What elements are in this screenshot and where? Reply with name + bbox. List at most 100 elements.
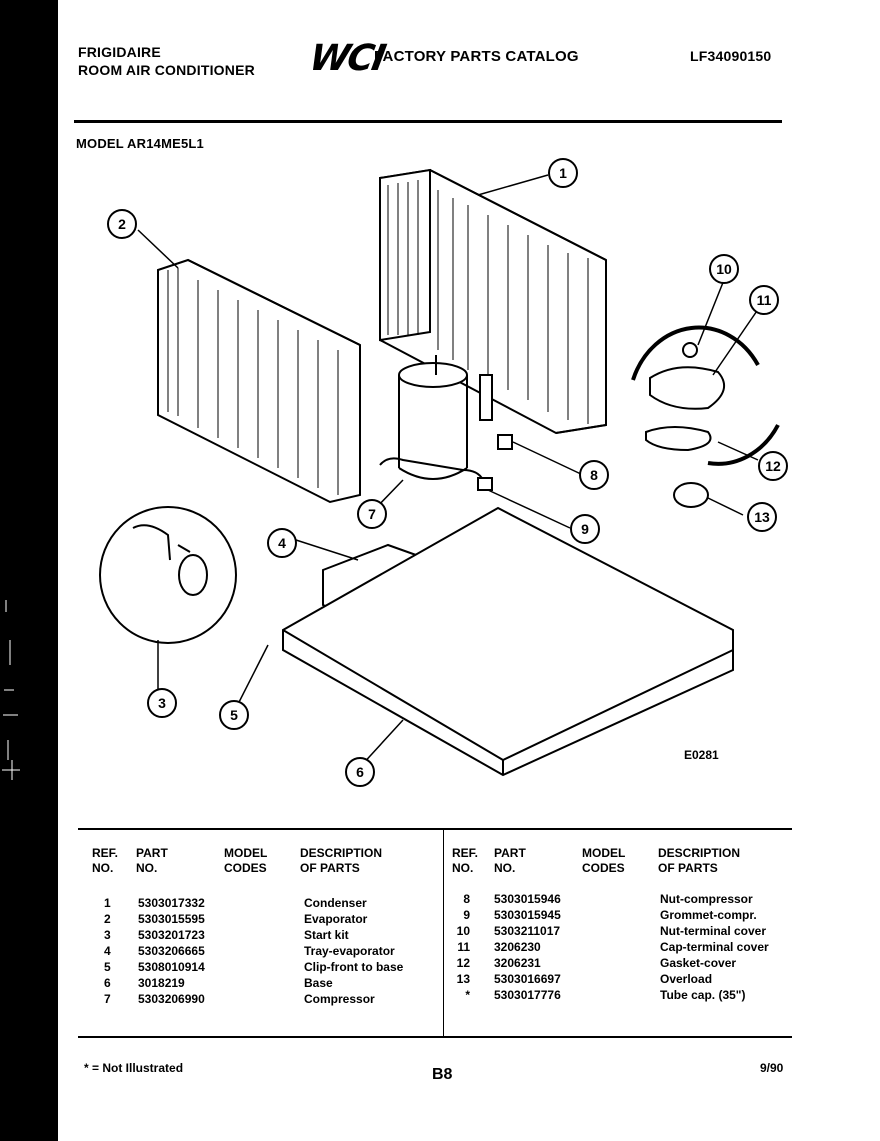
table-row-desc: Tube cap. (35") — [660, 988, 746, 1002]
table-row-part: 5308010914 — [138, 960, 205, 974]
product-type: ROOM AIR CONDITIONER — [78, 62, 255, 78]
table-divider — [443, 830, 444, 1036]
nut-grommet-drawing — [477, 434, 513, 491]
exploded-parts-diagram: 1 2 3 4 5 6 7 8 9 10 11 12 13 — [99, 158, 788, 787]
compressor-drawing — [379, 355, 493, 481]
table-row-ref: 7 — [104, 992, 111, 1006]
evaporator-drawing — [157, 258, 361, 504]
callout-3: 3 — [147, 688, 177, 718]
callout-11: 11 — [749, 285, 779, 315]
table-row-ref: 6 — [104, 976, 111, 990]
table-row-ref: 10 — [456, 924, 470, 938]
table-row-desc: Tray-evaporator — [304, 944, 395, 958]
brand-name: FRIGIDAIRE — [78, 44, 161, 60]
table-row-part: 5303211017 — [494, 924, 561, 938]
table-row-desc: Base — [304, 976, 333, 990]
table-row-part: 5303206665 — [138, 944, 205, 958]
table-row-desc: Condenser — [304, 896, 367, 910]
table-row-ref: 9 — [463, 908, 470, 922]
not-illustrated-note: * = Not Illustrated — [84, 1061, 184, 1075]
table-bottom-rule — [78, 1036, 792, 1038]
callout-8: 8 — [579, 460, 609, 490]
table-row-desc: Clip-front to base — [304, 960, 404, 974]
catalog-number: LF34090150 — [690, 48, 772, 64]
table-row-ref: 5 — [104, 960, 111, 974]
table-row-ref: 8 — [463, 892, 470, 906]
callout-6: 6 — [345, 757, 375, 787]
scan-edge-marks — [0, 0, 58, 1141]
table-row-part: 5303201723 — [138, 928, 205, 942]
callout-12-label: 12 — [765, 458, 781, 474]
callout-11-label: 11 — [757, 292, 772, 308]
parts-catalog-page: FRIGIDAIRE ROOM AIR CONDITIONER WCI FACT… — [58, 0, 880, 1141]
table-row-ref: * — [465, 988, 470, 1002]
page-number: B8 — [432, 1066, 453, 1083]
table-row-part: 5303017776 — [494, 988, 561, 1002]
callout-7-label: 7 — [368, 506, 376, 522]
table-row-desc: Overload — [660, 972, 713, 986]
table-row-part: 5303206990 — [138, 992, 205, 1006]
table-row-ref: 11 — [457, 940, 470, 954]
table-row-part: 3018219 — [138, 976, 185, 990]
table-row-desc: Gasket-cover — [660, 956, 737, 970]
callout-2-label: 2 — [118, 216, 126, 232]
table-row-desc: Cap-terminal cover — [660, 940, 769, 954]
callout-8-label: 8 — [590, 467, 598, 483]
table-row-part: 5303015945 — [494, 908, 561, 922]
header-ref-left: REF.NO. — [92, 846, 119, 875]
callout-4-label: 4 — [278, 535, 286, 551]
callout-1-label: 1 — [559, 165, 567, 181]
callout-5: 5 — [219, 700, 249, 730]
table-row-desc: Nut-compressor — [660, 892, 753, 906]
drawing-number: E0281 — [684, 748, 719, 762]
callout-6-label: 6 — [356, 764, 364, 780]
table-row-desc: Nut-terminal cover — [660, 924, 767, 938]
callout-10-label: 10 — [716, 261, 732, 277]
callout-9: 9 — [570, 514, 600, 544]
table-row-part: 5303017332 — [138, 896, 205, 910]
callout-9-label: 9 — [581, 521, 589, 537]
revision-date: 9/90 — [760, 1061, 784, 1075]
callout-1: 1 — [548, 158, 578, 188]
base-drawing — [282, 506, 734, 777]
table-row-part: 5303016697 — [494, 972, 561, 986]
table-row-ref: 2 — [104, 912, 111, 926]
callout-3-label: 3 — [158, 695, 166, 711]
start-kit-drawing — [99, 506, 237, 644]
table-row-desc: Grommet-compr. — [660, 908, 757, 922]
table-row-ref: 12 — [456, 956, 470, 970]
right-part-column: 5303015946 5303015945 5303211017 3206230 320… — [494, 891, 561, 1003]
table-row-desc: Start kit — [304, 928, 349, 942]
terminal-cover-drawing — [631, 325, 780, 508]
header-rule — [74, 120, 782, 123]
table-row-desc: Evaporator — [304, 912, 368, 926]
table-row-part: 5303015595 — [138, 912, 205, 926]
left-part-column: 5303017332 5303015595 5303201723 5303206665… — [138, 895, 205, 1007]
table-row-part: 3206231 — [494, 956, 541, 970]
callout-10: 10 — [709, 254, 739, 284]
table-row-ref: 3 — [104, 928, 111, 942]
callout-13: 13 — [747, 502, 777, 532]
callout-13-label: 13 — [754, 509, 770, 525]
callout-7: 7 — [357, 499, 387, 529]
model-number: MODEL AR14ME5L1 — [76, 136, 204, 151]
table-row-part: 3206230 — [494, 940, 541, 954]
callout-2: 2 — [107, 209, 137, 239]
callout-12: 12 — [758, 451, 788, 481]
table-row-ref: 13 — [456, 972, 470, 986]
right-ref-column: 8 9 10 11 12 13 * — [456, 891, 470, 1003]
catalog-title: FACTORY PARTS CATALOG — [374, 48, 579, 65]
table-row-part: 5303015946 — [494, 892, 561, 906]
callout-4: 4 — [267, 528, 297, 558]
table-row-ref: 4 — [104, 944, 111, 958]
table-top-rule — [78, 828, 792, 830]
